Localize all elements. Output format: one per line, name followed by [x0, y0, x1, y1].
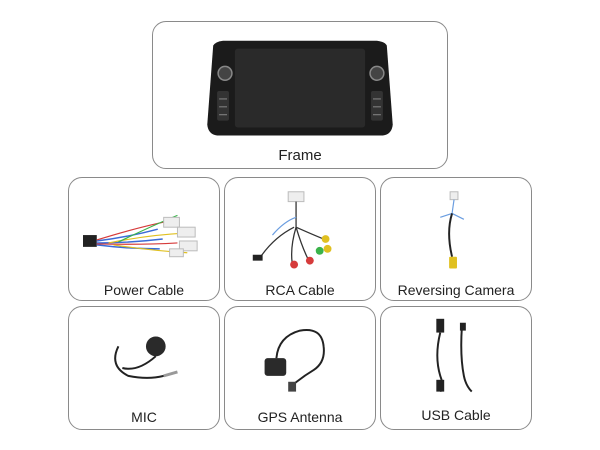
mic-label: MIC	[131, 409, 157, 425]
mic-image	[114, 336, 178, 379]
power-cable-label: Power Cable	[103, 282, 185, 298]
power-cable-card: Power Cable	[68, 177, 220, 301]
frame-image	[207, 40, 393, 136]
gps-antenna-image	[264, 329, 325, 392]
usb-cable-card: USB Cable	[380, 306, 532, 430]
power-cable-image	[83, 214, 198, 258]
reversing-camera-label: Reversing Camera	[397, 282, 515, 298]
reversing-camera-image	[440, 191, 465, 269]
gps-antenna-card: GPS Antenna	[224, 306, 376, 430]
usb-cable-label: USB Cable	[421, 407, 491, 423]
frame-label: Frame	[278, 147, 322, 164]
rca-cable-label: RCA Cable	[265, 282, 335, 298]
rca-cable-card: RCA Cable	[224, 177, 376, 301]
frame-card: Frame	[152, 21, 448, 169]
usb-cable-image	[436, 318, 473, 393]
gps-antenna-label: GPS Antenna	[257, 409, 343, 425]
reversing-camera-card: Reversing Camera	[380, 177, 532, 301]
mic-card: MIC	[68, 306, 220, 430]
rca-cable-image	[252, 191, 332, 269]
